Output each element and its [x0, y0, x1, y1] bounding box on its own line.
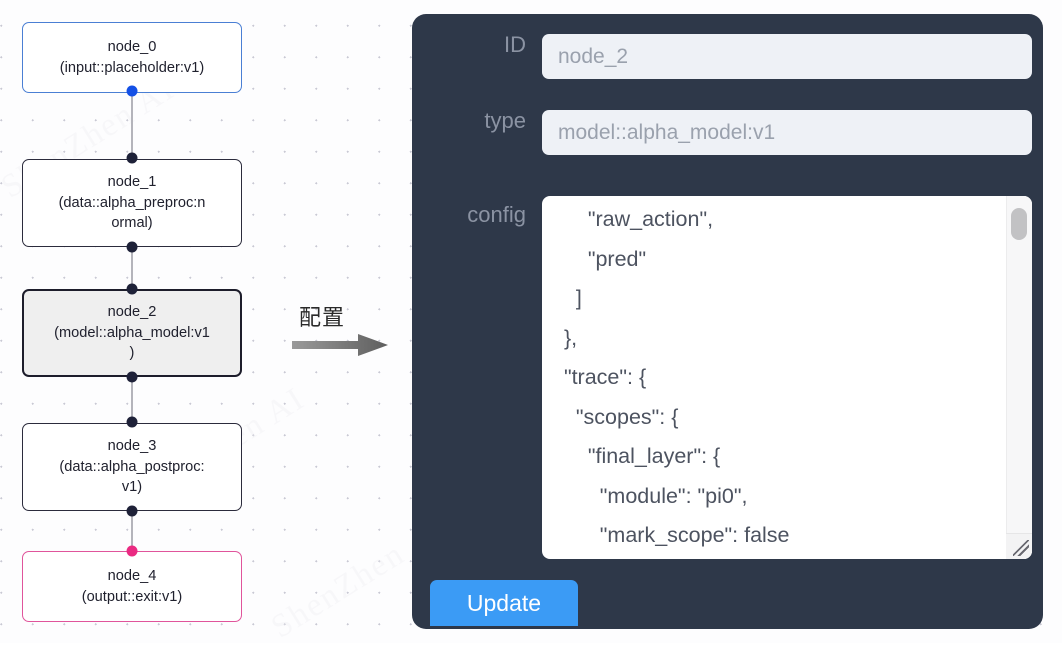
- flow-caption: 配置: [299, 306, 346, 331]
- field-row-id: ID: [430, 34, 1032, 79]
- config-line: },: [542, 556, 1006, 560]
- graph-node-node_1[interactable]: node_1 (data::alpha_preproc:n ormal): [22, 159, 242, 247]
- config-line: "pred": [552, 246, 647, 271]
- graph-node-node_3[interactable]: node_3 (data::alpha_postproc: v1): [22, 423, 242, 511]
- node-type-label: (data::alpha_preproc:n: [58, 194, 206, 211]
- config-line: "module": "pi0",: [552, 483, 748, 508]
- config-line: "mark_scope": false: [552, 523, 790, 547]
- node-type-label: (model::alpha_model:v1: [54, 324, 210, 341]
- right-arrow-icon: [292, 334, 388, 356]
- edge-node2-node3: [131, 376, 133, 419]
- node-config-panel: ID type config "raw_action", "pred" ] },…: [412, 14, 1043, 629]
- config-text-content[interactable]: "raw_action", "pred" ] }, "trace": { "sc…: [542, 196, 1006, 559]
- config-line: ]: [552, 286, 582, 310]
- config-scrollbar-thumb[interactable]: [1011, 208, 1027, 240]
- config-line: "scopes": {: [552, 404, 679, 429]
- config-line: "final_layer": {: [552, 444, 721, 468]
- field-row-config: config "raw_action", "pred" ] }, "trace"…: [430, 196, 1032, 559]
- node2-target-handle[interactable]: [126, 283, 138, 295]
- config-field-label: config: [467, 202, 526, 227]
- graph-node-node_0[interactable]: node_0 (input::placeholder:v1): [22, 22, 242, 93]
- node2-source-handle[interactable]: [126, 371, 138, 383]
- node1-target-handle[interactable]: [126, 152, 138, 164]
- update-button[interactable]: Update: [430, 580, 578, 626]
- id-field-label: ID: [504, 32, 526, 57]
- node-type-label-cont: v1): [121, 479, 143, 496]
- config-line: "trace": {: [552, 365, 647, 389]
- edge-node3-node4: [131, 511, 133, 551]
- config-scrollbar-track[interactable]: [1006, 196, 1032, 559]
- node1-source-handle[interactable]: [126, 241, 138, 253]
- node0-source-handle[interactable]: [126, 85, 138, 97]
- node-id-label: node_3: [107, 437, 157, 454]
- node-id-label: node_1: [107, 173, 157, 190]
- edge-node0-node1: [131, 89, 133, 159]
- node3-source-handle[interactable]: [126, 505, 138, 517]
- node-type-label: (output::exit:v1): [81, 588, 183, 605]
- graph-node-node_4[interactable]: node_4 (output::exit:v1): [22, 551, 242, 622]
- type-field-label: type: [484, 108, 526, 133]
- edge-node1-node2: [131, 247, 133, 290]
- config-line: },: [552, 325, 578, 350]
- resize-grip-icon[interactable]: [1006, 533, 1032, 559]
- node4-target-handle[interactable]: [126, 545, 138, 557]
- node-type-label: (data::alpha_postproc:: [59, 458, 205, 475]
- id-input[interactable]: [542, 34, 1032, 79]
- node-type-label-cont: ): [129, 345, 135, 362]
- field-row-type: type: [430, 110, 1032, 155]
- config-line: "raw_action",: [552, 207, 714, 231]
- node-id-label: node_4: [107, 567, 157, 584]
- type-input[interactable]: [542, 110, 1032, 155]
- node3-target-handle[interactable]: [126, 416, 138, 428]
- node-type-label: (input::placeholder:v1): [59, 59, 205, 76]
- node-id-label: node_2: [107, 303, 157, 320]
- graph-node-node_2[interactable]: node_2 (model::alpha_model:v1 ): [22, 289, 242, 377]
- node-type-label-cont: ormal): [111, 215, 153, 232]
- node-id-label: node_0: [107, 38, 157, 55]
- config-textarea[interactable]: "raw_action", "pred" ] }, "trace": { "sc…: [542, 196, 1032, 559]
